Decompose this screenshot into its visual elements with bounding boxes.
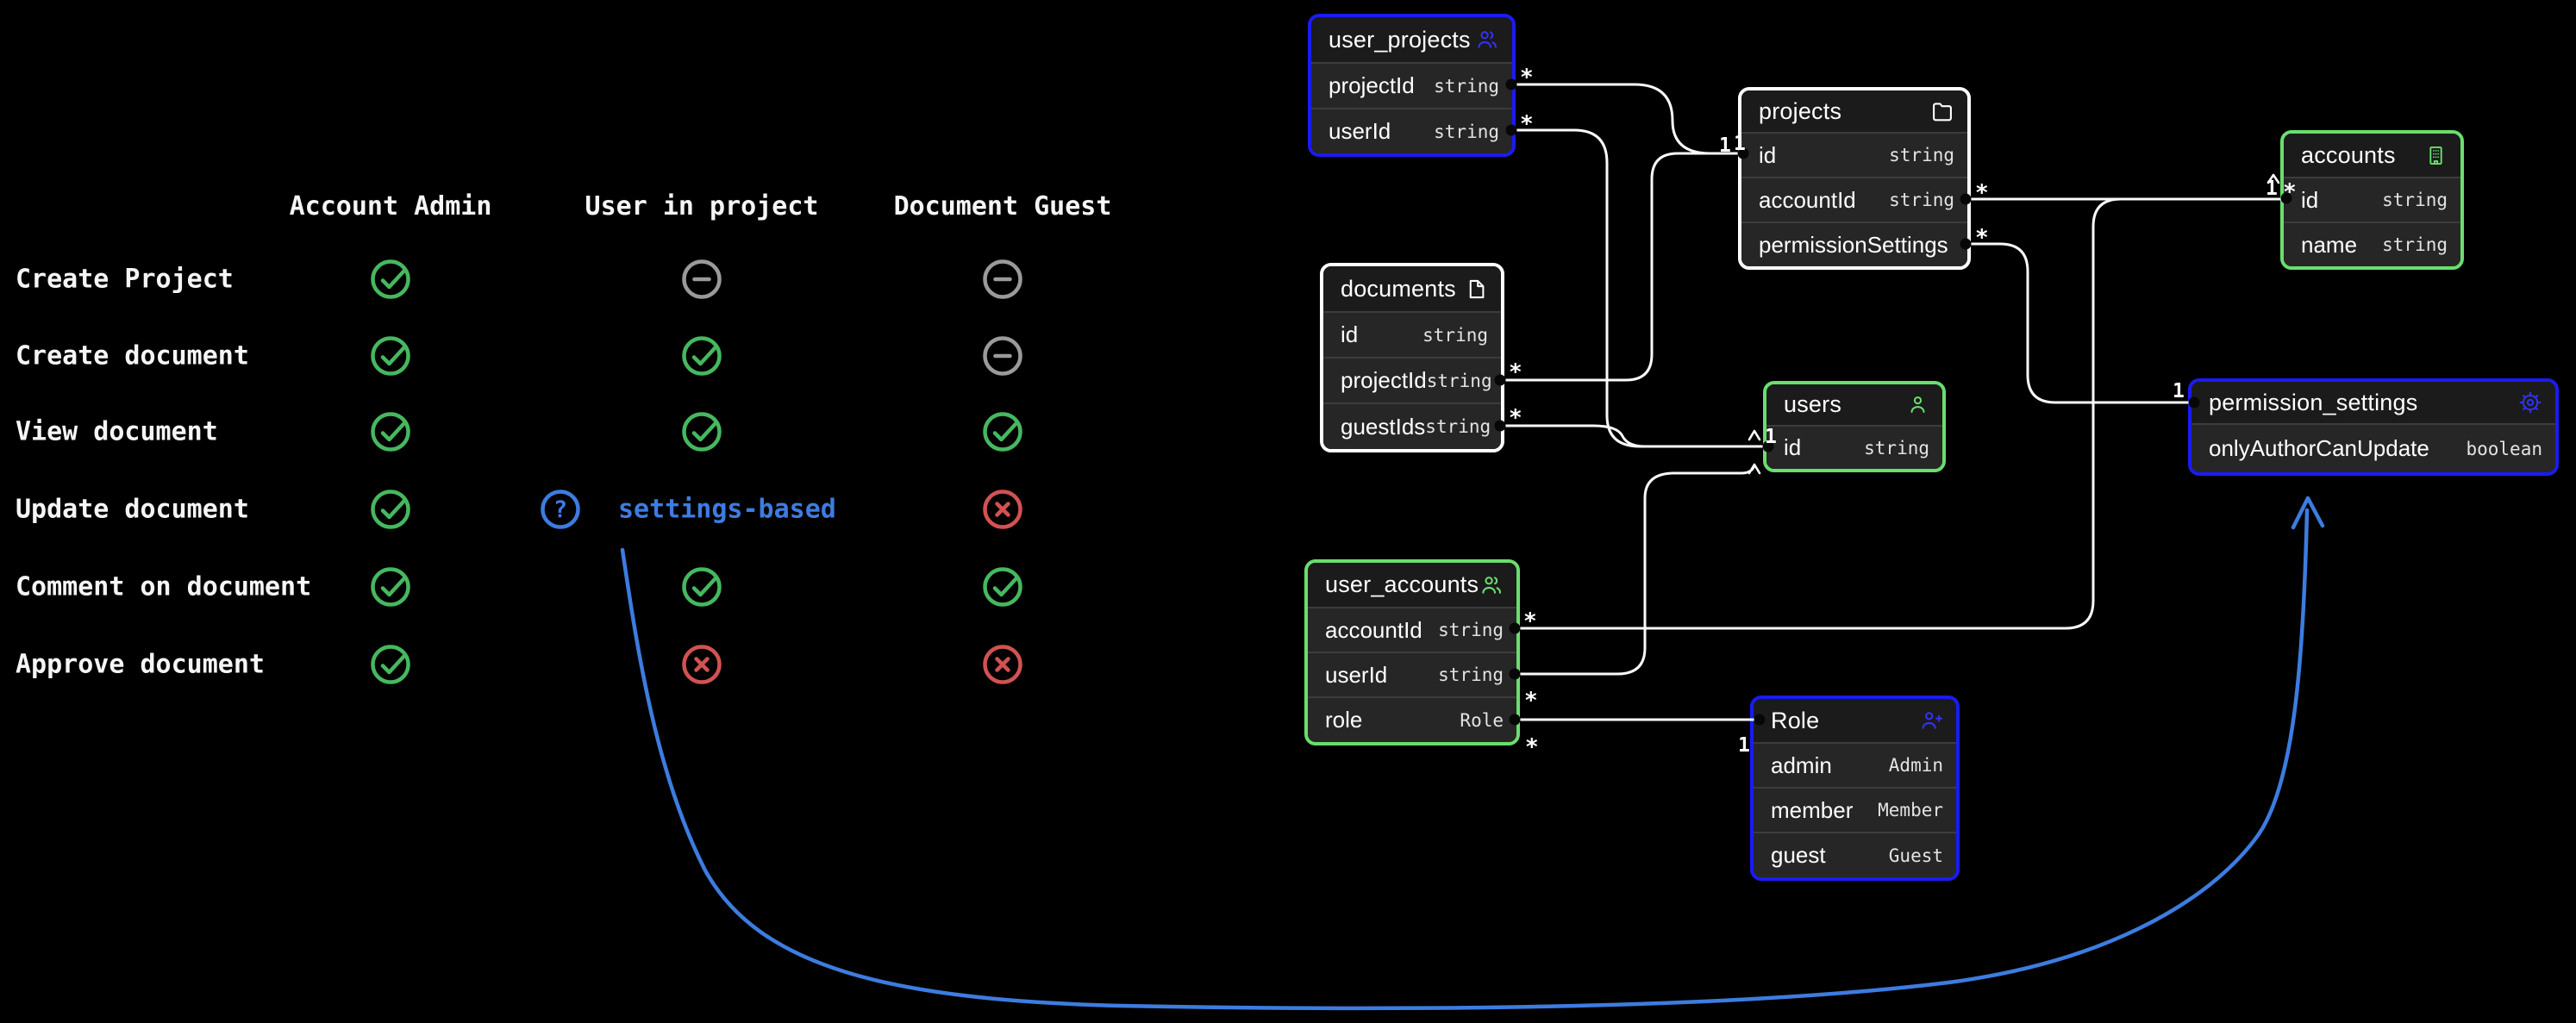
x-circle-icon	[980, 487, 1025, 532]
file-icon	[1465, 278, 1488, 301]
cardinality-many-label: *	[1523, 608, 1537, 634]
minus-circle-icon	[980, 257, 1025, 302]
user-plus-icon	[1919, 708, 1943, 733]
x-circle-icon	[679, 642, 724, 687]
cardinality-many-label: *	[1525, 734, 1539, 760]
check-circle-icon	[679, 334, 724, 378]
users-icon	[1475, 28, 1499, 52]
user-icon	[1906, 393, 1929, 416]
cardinality-one-label: 1	[2266, 178, 2278, 200]
cardinality-many-label: *	[1975, 180, 1989, 206]
check-circle-icon	[368, 409, 413, 454]
matrix-row-label: View document	[16, 416, 218, 447]
users-icon	[1479, 573, 1504, 597]
wire-useraccounts-userid-to-users	[1513, 464, 1756, 676]
matrix-row-label: Comment on document	[16, 571, 312, 602]
cardinality-one-label: 1	[1719, 134, 1731, 157]
matrix-col-header-account-admin: Account Admin	[289, 191, 492, 221]
check-circle-icon	[368, 565, 413, 609]
table-title: accounts	[2301, 141, 2396, 168]
x-circle-icon	[980, 642, 1025, 687]
folder-icon	[1930, 99, 1954, 123]
matrix-row-label: Update document	[16, 494, 249, 525]
table-title: user_accounts	[1325, 571, 1479, 597]
matrix-row-label: Approve document	[16, 649, 265, 680]
table-title: projects	[1759, 97, 1842, 124]
wire-userprojects-projectid-to-projects-id	[1510, 83, 1745, 155]
check-circle-icon	[980, 409, 1025, 454]
cardinality-one-label: 1	[2173, 380, 2185, 402]
cardinality-arrow-icon	[2267, 173, 2280, 184]
cardinality-one-label: 1	[1738, 734, 1750, 757]
gear-icon	[2518, 390, 2542, 415]
check-circle-icon	[980, 565, 1025, 609]
wire-projects-permissionsettings-to-permission-settings	[1965, 242, 2196, 404]
check-circle-icon	[368, 257, 413, 302]
question-circle-icon: ?	[538, 487, 583, 532]
matrix-col-header-user-in-project: User in project	[585, 191, 819, 221]
matrix-col-header-document-guest: Document Guest	[893, 191, 1112, 221]
check-circle-icon	[368, 642, 413, 687]
matrix-row-label: Create document	[16, 340, 249, 371]
check-circle-icon	[679, 409, 724, 454]
cardinality-many-label: *	[1520, 111, 1534, 137]
cardinality-many-label: *	[1520, 65, 1534, 90]
table-title: users	[1784, 391, 1842, 417]
minus-circle-icon	[679, 257, 724, 302]
question-glyph: ?	[553, 496, 567, 523]
arrowhead-up-icon	[2291, 496, 2325, 530]
check-circle-icon	[679, 565, 724, 609]
table-title: user_projects	[1329, 26, 1471, 53]
field-row[interactable]: permissionSettings	[1741, 221, 1967, 266]
wire-documents-guestids-to-users-id	[1498, 424, 1770, 448]
check-circle-icon	[368, 334, 413, 378]
table-title: documents	[1341, 275, 1456, 302]
cardinality-arrow-icon	[1748, 429, 1761, 441]
table-title: Role	[1771, 707, 1820, 733]
wire-documents-projectid-to-projects-id	[1498, 152, 1745, 382]
table-title: permission_settings	[2209, 389, 2418, 415]
cardinality-many-label: *	[1509, 359, 1522, 385]
building-icon	[2424, 144, 2448, 167]
matrix-row-label: Create Project	[16, 264, 234, 295]
cardinality-arrow-icon	[1748, 463, 1761, 475]
cardinality-many-label: *	[1524, 688, 1538, 714]
wire-userprojects-userid-to-users-id	[1510, 128, 1770, 448]
minus-circle-icon	[980, 334, 1025, 378]
settings-based-note: settings-based	[618, 494, 836, 525]
check-circle-icon	[368, 487, 413, 532]
cardinality-many-label: *	[1509, 405, 1522, 431]
cardinality-many-label: *	[1975, 225, 1989, 251]
